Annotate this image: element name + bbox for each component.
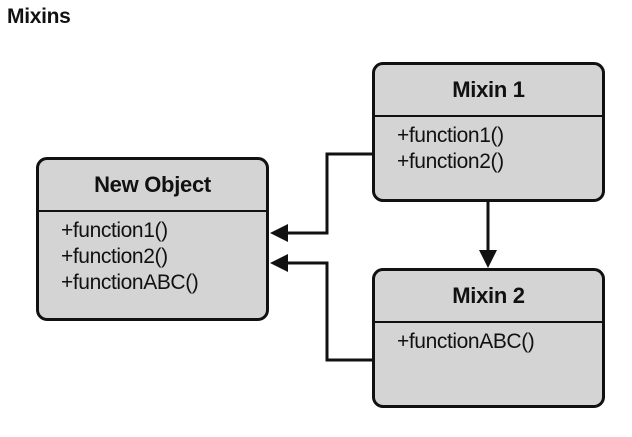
new-object-name: New Object (39, 160, 266, 212)
method-item: +function1() (397, 124, 504, 147)
new-object-methods: +function1() +function2() +functionABC() (39, 212, 266, 296)
arrowhead-icon (270, 224, 288, 242)
mixin2-box: Mixin 2 +functionABC() (372, 268, 605, 408)
mixin2-methods: +functionABC() (375, 323, 602, 355)
mixin1-methods: +function1() +function2() (375, 117, 602, 175)
method-item: +function1() (61, 219, 168, 242)
mixin2-to-new-object-arrow (286, 261, 372, 362)
new-object-box: New Object +function1() +function2() +fu… (36, 157, 269, 321)
arrowhead-icon (270, 254, 288, 272)
arrowhead-icon (479, 250, 497, 268)
mixin1-name: Mixin 1 (375, 65, 602, 117)
mixin1-box: Mixin 1 +function1() +function2() (372, 62, 605, 202)
diagram-title: Mixins (7, 5, 71, 28)
mixin2-name: Mixin 2 (375, 271, 602, 323)
method-item: +function2() (61, 245, 168, 268)
method-item: +functionABC() (397, 330, 535, 353)
mixin1-to-new-object-arrow (286, 152, 372, 235)
method-item: +functionABC() (61, 271, 199, 294)
method-item: +function2() (397, 150, 504, 173)
